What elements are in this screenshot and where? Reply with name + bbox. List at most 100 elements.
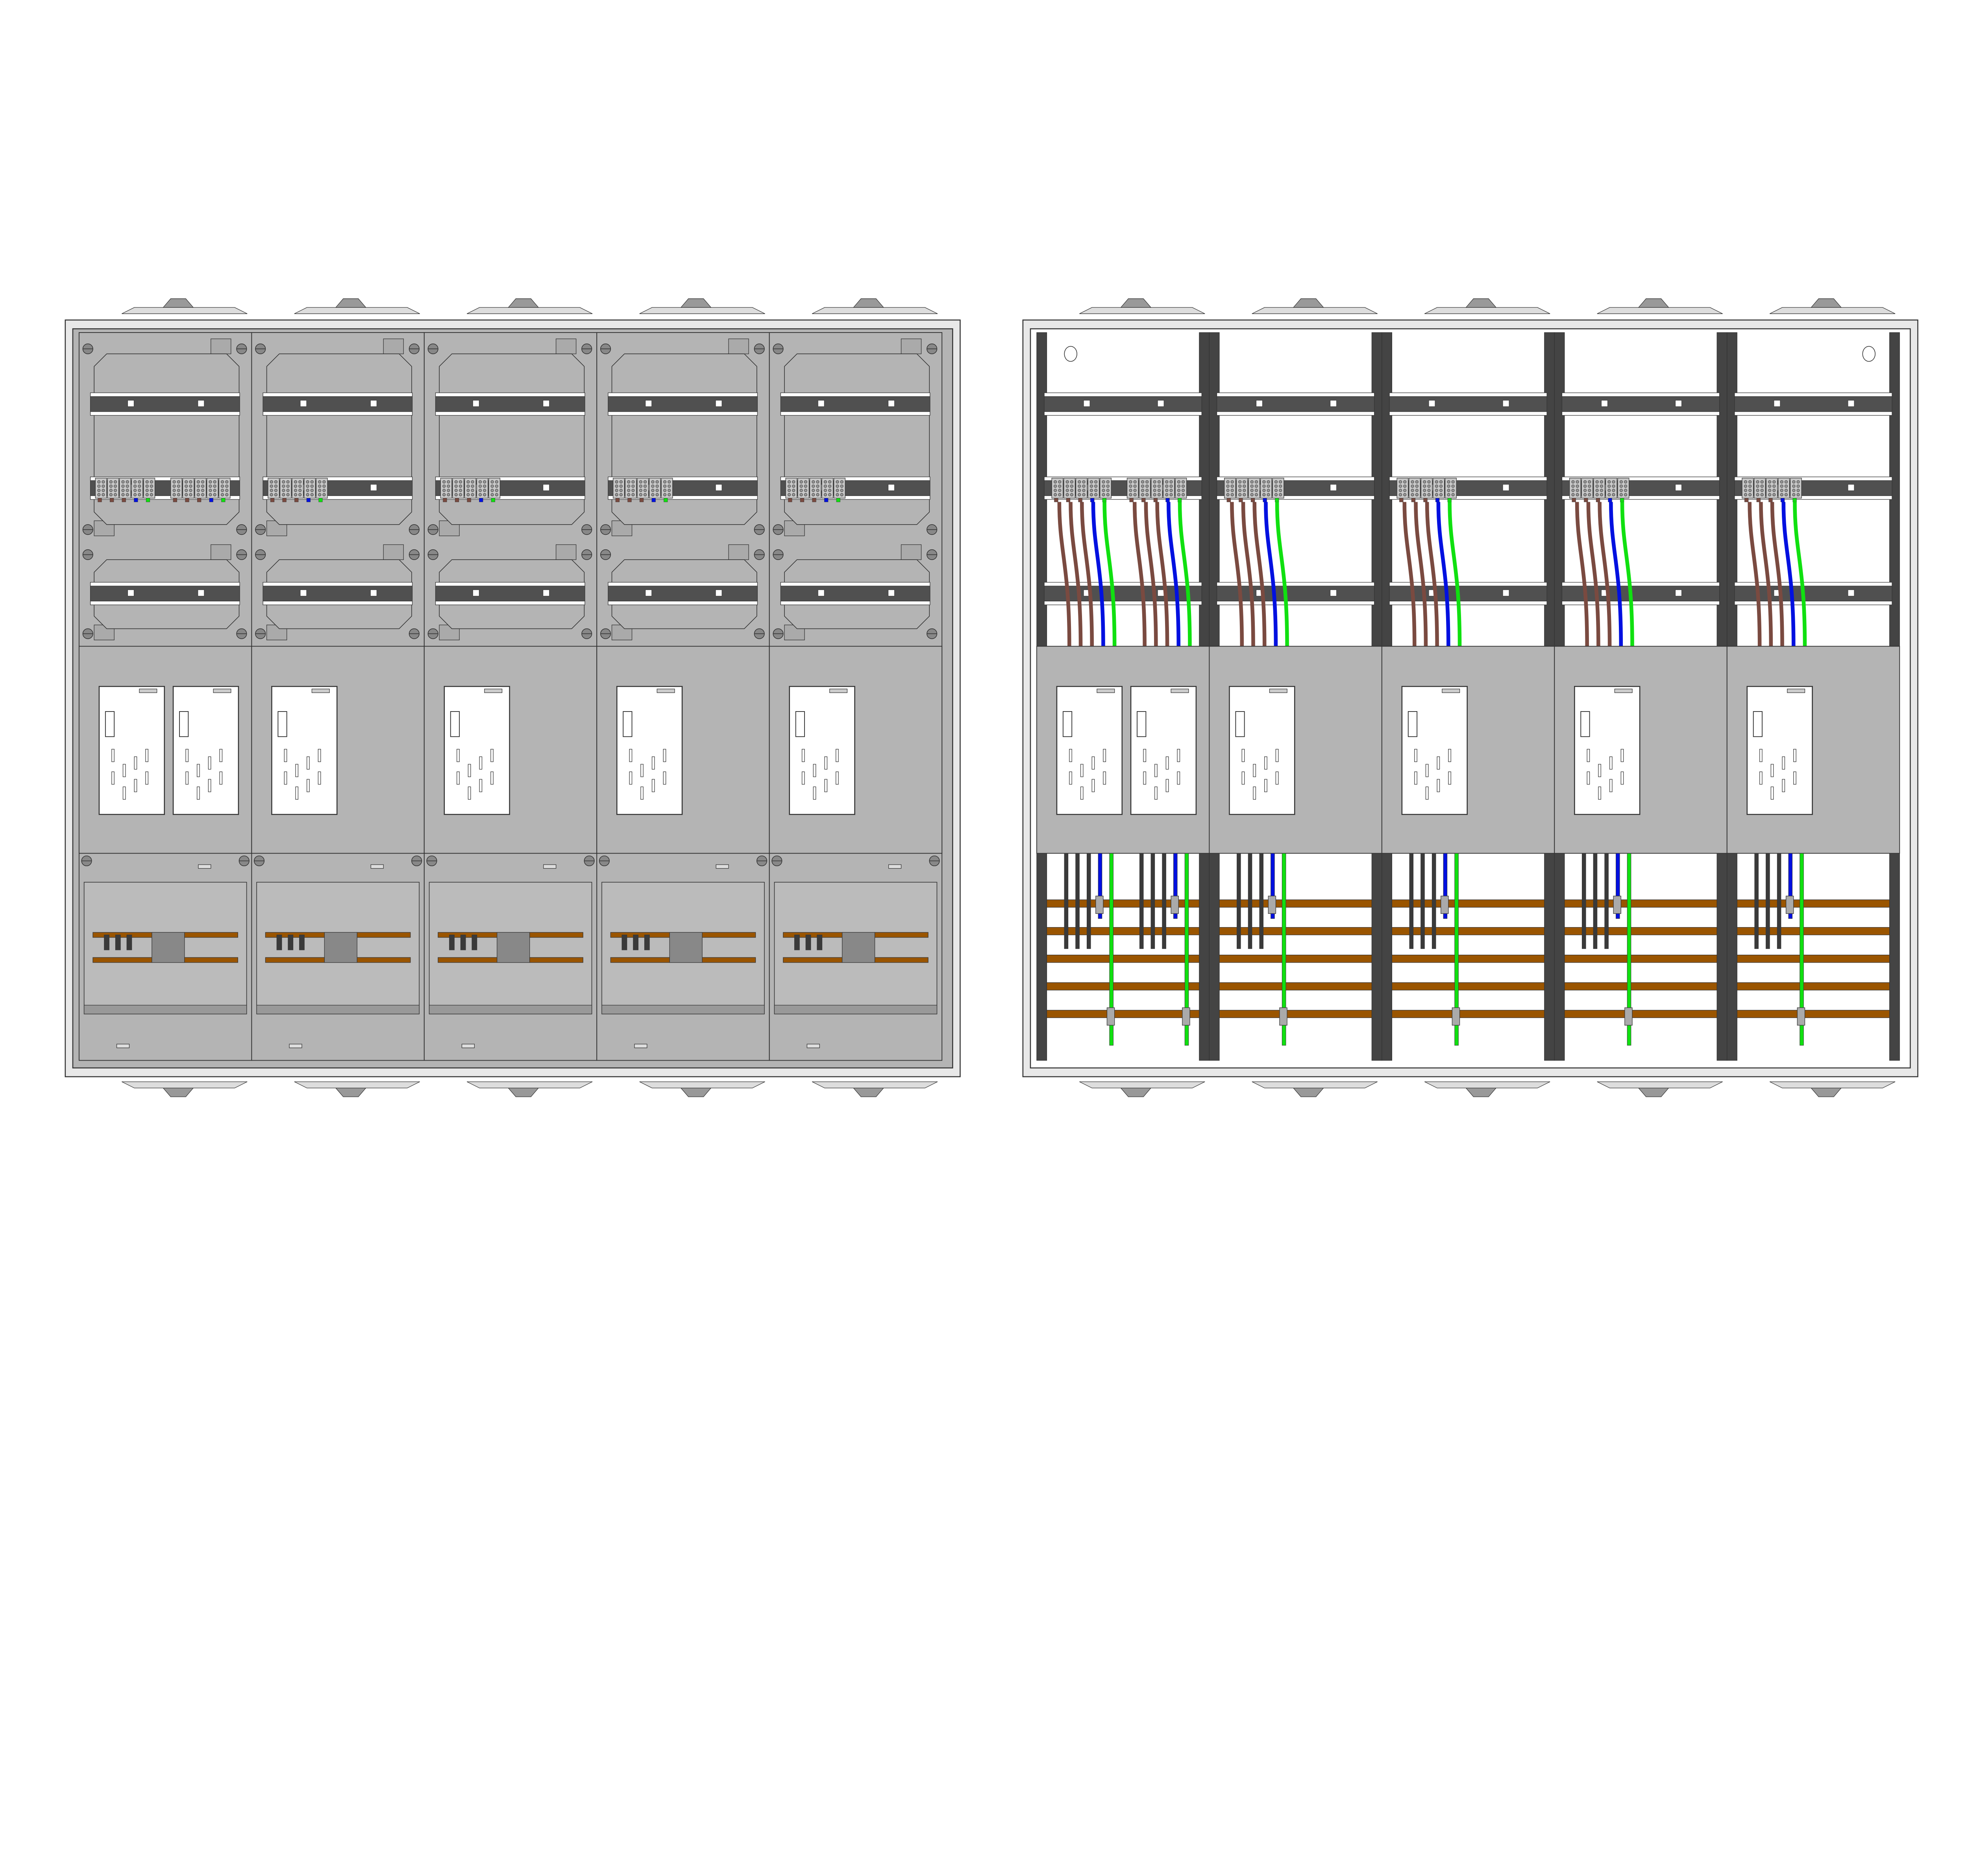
terminal-screw-icon — [1054, 484, 1057, 488]
terminal-block — [1396, 478, 1409, 499]
meter-contact — [1264, 779, 1267, 792]
terminal-block — [1433, 478, 1445, 499]
busbar-clamp — [1279, 1007, 1287, 1026]
terminal-screw-icon — [495, 484, 498, 488]
terminal-screw-icon — [483, 493, 486, 496]
terminal-screw-icon — [1411, 493, 1414, 496]
meter-socket-window — [1235, 711, 1245, 737]
meter-socket-latch — [1171, 688, 1189, 693]
din-rail-slot — [888, 590, 895, 597]
din-rail-body — [1389, 396, 1547, 412]
din-rail-lip — [1044, 601, 1202, 605]
terminal-screw-icon — [209, 489, 212, 492]
terminal-screw-icon — [97, 489, 101, 492]
terminal-screw-icon — [1089, 489, 1093, 492]
terminal-screw-icon — [286, 480, 290, 484]
terminal-screw-icon — [828, 484, 832, 488]
busbar — [1219, 1010, 1372, 1018]
wire-black — [621, 935, 627, 950]
din-rail-body — [1561, 586, 1720, 602]
wire-marker — [1178, 498, 1182, 502]
terminal-screw-icon — [1169, 489, 1173, 492]
terminal-screw-icon — [282, 493, 285, 496]
meter-contact — [1241, 771, 1245, 785]
terminal-screw-icon — [792, 480, 795, 484]
meter-socket-body — [1401, 686, 1468, 815]
terminal-screw-icon — [804, 484, 807, 488]
terminal-screw-icon — [1760, 484, 1764, 488]
terminal-screw-icon — [1177, 480, 1180, 484]
terminal-screw-icon — [138, 484, 141, 488]
terminal-screw-icon — [294, 493, 297, 496]
terminal-screw-icon — [121, 493, 125, 496]
terminal-block — [1409, 478, 1421, 499]
terminal-screw-icon — [1411, 484, 1414, 488]
terminal-screw-icon — [298, 493, 302, 496]
wire-blue — [1788, 853, 1793, 919]
meter-contact — [111, 771, 115, 785]
terminal-screw-icon — [1065, 493, 1069, 496]
terminal-screw-icon — [1796, 493, 1800, 496]
wire-black — [1064, 853, 1069, 949]
busbar — [1219, 899, 1372, 908]
terminal-block — [476, 478, 488, 499]
din-rail-slot — [1601, 400, 1608, 407]
meter-contact — [824, 756, 828, 770]
busbar — [1391, 955, 1545, 963]
cover-hinge — [784, 520, 805, 536]
din-rail-lower — [435, 582, 585, 605]
meter-socket-latch — [1787, 688, 1805, 693]
terminal-screw-icon — [185, 484, 188, 488]
terminal-screw-icon — [145, 493, 149, 496]
terminal-screw-icon — [310, 493, 314, 496]
terminal-screw-icon — [631, 489, 635, 492]
terminal-screw-icon — [1744, 493, 1747, 496]
terminal-screw-icon — [1250, 480, 1254, 484]
terminal-screw-icon — [1399, 484, 1402, 488]
wire-marker — [122, 498, 126, 502]
terminal-screw-icon — [459, 489, 462, 492]
terminal-screw-icon — [1435, 480, 1438, 484]
cable-gland-large — [1293, 298, 1324, 308]
terminal-block — [1766, 478, 1778, 499]
terminal-screw-icon — [1153, 480, 1156, 484]
terminal-screw-icon — [225, 493, 229, 496]
terminal-screw-icon — [1133, 480, 1137, 484]
wire-marker — [282, 498, 287, 502]
terminal-screw-icon — [655, 480, 659, 484]
terminal-screw-icon — [1250, 484, 1254, 488]
meter-contact — [1782, 756, 1785, 770]
din-rail-lip — [1734, 495, 1892, 500]
din-rail-lip — [1561, 392, 1720, 397]
wire-green — [1109, 853, 1113, 1046]
din-rail-lip — [90, 582, 240, 586]
terminal-screw-icon — [1571, 493, 1575, 496]
meter-contact — [1598, 764, 1601, 777]
cable-gland-strip — [1079, 1081, 1205, 1089]
wire-marker — [812, 498, 816, 502]
wire-marker — [1066, 498, 1071, 502]
terminal-screw-icon — [1583, 480, 1587, 484]
cable-gland-strip — [466, 1081, 593, 1089]
terminal-screw-icon — [1423, 493, 1426, 496]
terminal-screw-icon — [1243, 480, 1246, 484]
wire-black — [1581, 853, 1586, 949]
din-rail-lip — [90, 601, 240, 605]
cable-gland-strip — [1252, 1081, 1378, 1089]
din-rail-slot — [715, 590, 722, 597]
terminal-screw-icon — [454, 489, 458, 492]
meter-socket-body — [1056, 686, 1123, 815]
din-rail-slot — [1330, 484, 1337, 491]
terminal-screw-icon — [121, 484, 125, 488]
terminal-screw-icon — [1756, 484, 1759, 488]
terminal-screw-icon — [454, 480, 458, 484]
terminal-screw-icon — [126, 489, 129, 492]
terminal-screw-icon — [322, 484, 326, 488]
wire-black — [1075, 853, 1080, 949]
terminal-screw-icon — [1182, 484, 1185, 488]
wire-marker — [1399, 498, 1404, 502]
wire-marker — [146, 498, 150, 502]
din-rail-top — [1044, 392, 1202, 416]
meter-contact — [1770, 764, 1774, 777]
din-rail-lower — [1734, 582, 1892, 605]
